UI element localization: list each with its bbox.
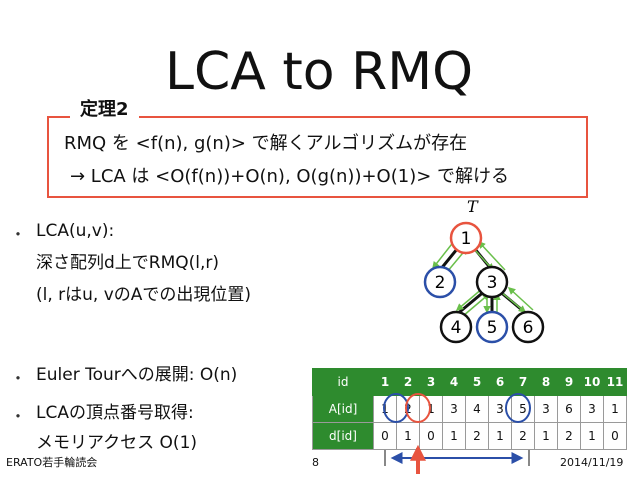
tree-node: 6 <box>511 310 545 344</box>
tree-node: 1 <box>449 221 483 255</box>
svg-text:5: 5 <box>487 318 498 338</box>
footer-date: 2014/11/19 <box>560 456 624 469</box>
slide-title: LCA to RMQ <box>164 42 474 102</box>
tree-node: 5 <box>475 310 509 344</box>
table-row: id 1 2 3 4 5 6 7 8 9 10 11 <box>312 368 627 396</box>
tree-node: 4 <box>439 310 473 344</box>
tree-diagram: T 1 2 3 4 5 6 <box>423 197 545 344</box>
svg-text:1: 1 <box>461 229 472 249</box>
table-cell: 1 <box>534 422 558 450</box>
table-cell: 3 <box>534 395 558 423</box>
footer-page-number: 8 <box>312 456 319 469</box>
table-header-id: id <box>312 368 374 396</box>
bullet-dot: ・ <box>10 407 27 426</box>
bullet-lca-line1: LCA(u,v): <box>36 221 115 241</box>
tree-node: 3 <box>475 265 509 299</box>
table-cell: 7 <box>511 368 535 396</box>
table-row: d[id] 0 1 0 1 2 1 2 1 2 1 0 <box>312 422 627 450</box>
bullet-dot: ・ <box>10 369 27 388</box>
bullet-euler-tour: Euler Tourへの展開: O(n) <box>36 365 238 385</box>
table-cell: 6 <box>488 368 512 396</box>
table-cell: 9 <box>557 368 581 396</box>
table-cell: 10 <box>580 368 604 396</box>
theorem-statement-line1: RMQ を <f(n), g(n)> で解くアルゴリズムが存在 <box>64 133 468 154</box>
table-header-d: d[id] <box>312 422 374 450</box>
theorem-statement-line2: → LCA は <O(f(n))+O(n), O(g(n))+O(1)> で解け… <box>70 166 510 187</box>
table-cell: 0 <box>603 422 627 450</box>
table-cell: 2 <box>511 422 535 450</box>
tree-label: T <box>467 197 479 216</box>
bullet-lca-line3: (l, rはu, vのAでの出現位置) <box>36 285 252 305</box>
svg-text:3: 3 <box>487 273 498 293</box>
table-header-a: A[id] <box>312 395 374 423</box>
table-cell: 1 <box>373 368 397 396</box>
bullet-dot: ・ <box>10 225 27 244</box>
table-row: A[id] 1 2 1 3 4 3 5 3 6 3 1 <box>312 395 627 423</box>
table-cell: 2 <box>396 395 420 423</box>
table-cell: 1 <box>396 422 420 450</box>
bullet-lca-vertex-line1: LCAの頂点番号取得: <box>36 403 194 423</box>
footer-event-name: ERATO若手輪読会 <box>6 456 98 469</box>
svg-text:2: 2 <box>435 273 446 293</box>
tree-node: 2 <box>423 265 457 299</box>
bullet-lca-vertex-line2: メモリアクセス O(1) <box>36 433 198 453</box>
table-cell: 3 <box>442 395 466 423</box>
table-cell: 4 <box>465 395 489 423</box>
table-cell: 0 <box>373 422 397 450</box>
euler-tour-arrows <box>432 239 534 317</box>
svg-text:4: 4 <box>451 318 462 338</box>
table-cell: 0 <box>419 422 443 450</box>
table-cell: 2 <box>396 368 420 396</box>
table-cell: 5 <box>511 395 535 423</box>
table-cell: 11 <box>603 368 627 396</box>
table-cell: 8 <box>534 368 558 396</box>
table-cell: 1 <box>442 422 466 450</box>
table-cell: 1 <box>373 395 397 423</box>
table-cell: 6 <box>557 395 581 423</box>
table-cell: 2 <box>557 422 581 450</box>
table-cell: 1 <box>488 422 512 450</box>
table-cell: 1 <box>580 422 604 450</box>
svg-text:6: 6 <box>523 318 534 338</box>
euler-tour-table: id 1 2 3 4 5 6 7 8 9 10 11 A[id] 1 2 1 3… <box>312 368 627 450</box>
table-cell: 3 <box>580 395 604 423</box>
theorem-label: 定理2 <box>70 96 139 124</box>
table-cell: 4 <box>442 368 466 396</box>
bullet-lca-line2: 深さ配列d上でRMQ(l,r) <box>36 253 220 273</box>
table-cell: 3 <box>419 368 443 396</box>
table-cell: 5 <box>465 368 489 396</box>
table-cell: 3 <box>488 395 512 423</box>
table-cell: 2 <box>465 422 489 450</box>
theorem-box <box>47 116 588 198</box>
table-cell: 1 <box>419 395 443 423</box>
table-cell: 1 <box>603 395 627 423</box>
